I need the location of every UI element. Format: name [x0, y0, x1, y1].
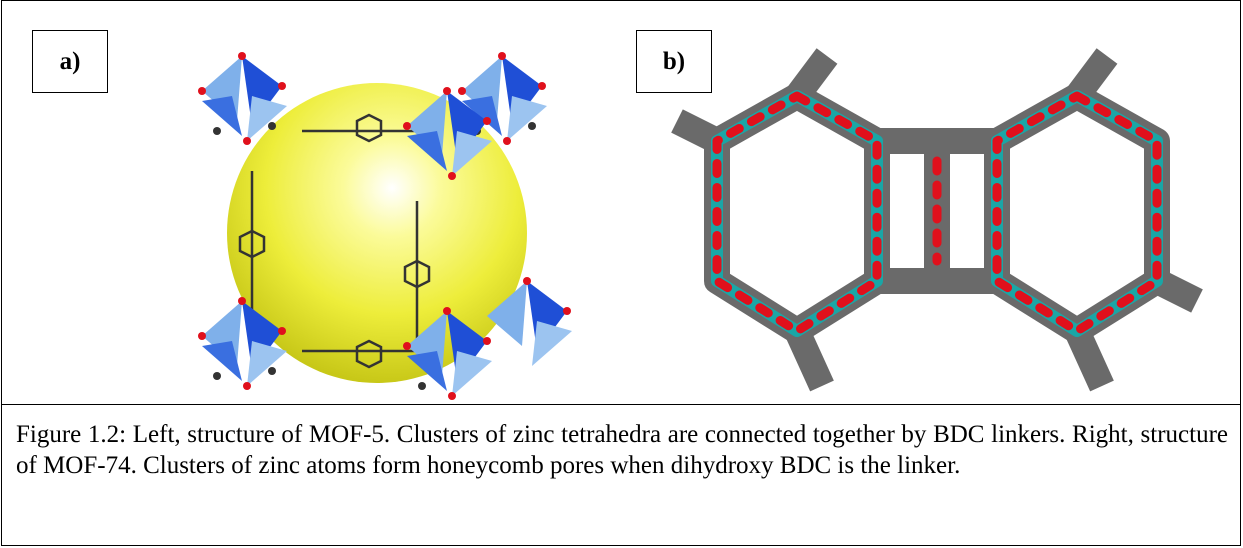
honeycomb-framework [671, 48, 1203, 392]
panel-a-label: a) [32, 30, 108, 93]
zinc-cluster-top-left [198, 52, 287, 145]
pore-sphere [227, 83, 527, 383]
panel-b-label: b) [636, 30, 712, 93]
caption-divider [2, 404, 1240, 405]
zinc-cluster-bottom-right [403, 307, 492, 400]
zinc-cluster-bottom-left [198, 297, 287, 390]
zinc-cluster-far-right [487, 277, 572, 366]
mof5-structure-image [198, 52, 572, 400]
zinc-cluster-top-right [458, 52, 547, 145]
bdc-linkers [238, 113, 432, 369]
figure-caption: Figure 1.2: Left, structure of MOF-5. Cl… [16, 421, 1228, 479]
zinc-cluster-center [403, 87, 492, 180]
mof74-structure-image [671, 48, 1203, 392]
